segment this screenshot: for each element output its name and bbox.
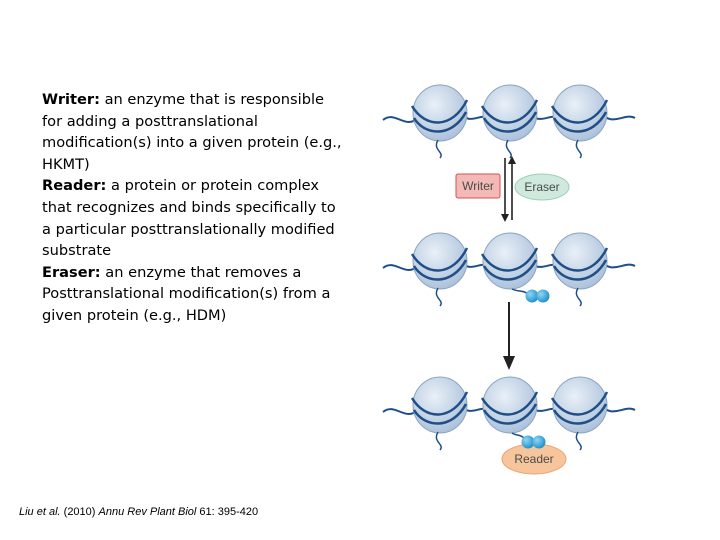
nucleosome-6 [550,232,609,290]
eraser-term: Eraser: [42,263,101,281]
reader-section: Reader [501,435,567,475]
reader-label: Reader [514,452,553,466]
nucleosome-row-middle [382,232,636,307]
arrow-to-reader [503,302,515,370]
nucleosome-9 [550,376,609,434]
dna-strand-top [382,111,636,123]
nucleosome-1 [410,84,469,142]
modification-mark-middle [525,289,550,303]
citation: Liu et al. (2010) Annu Rev Plant Biol 61… [19,506,258,518]
writer-box [455,173,501,199]
nucleosome-8 [480,376,539,434]
citation-pages: 61: 395-420 [199,506,259,518]
nucleosome-5 [480,232,539,290]
reader-term: Reader: [42,177,107,195]
eraser-definition: an enzyme that removes a Posttranslation… [42,263,331,324]
nucleosome-3 [550,84,609,142]
citation-journal: Annu Rev Plant Biol [98,506,197,518]
nucleosome-row-bottom [382,376,636,451]
citation-authors: Liu et al. [19,506,61,518]
writer-label: Writer [462,179,494,193]
modification-mark-bottom [521,435,546,449]
writer-definition: an enzyme that is responsible for adding… [42,91,342,173]
nucleosome-2 [480,84,539,142]
writer-eraser-section: Writer Eraser [455,156,570,222]
nucleosome-row-top [382,84,636,159]
eraser-label: Eraser [524,180,559,194]
dna-strand-bottom [382,403,636,415]
nucleosome-7 [410,376,469,434]
citation-year: (2010) [63,506,96,518]
writer-term: Writer: [42,91,100,108]
dna-strand-middle [382,259,636,271]
definitions-text: Writer: an enzyme that is responsible fo… [42,89,342,327]
reader-definition: a protein or protein complex that recogn… [42,177,336,260]
eraser-ellipse [514,173,570,201]
nucleosome-4 [410,232,469,290]
